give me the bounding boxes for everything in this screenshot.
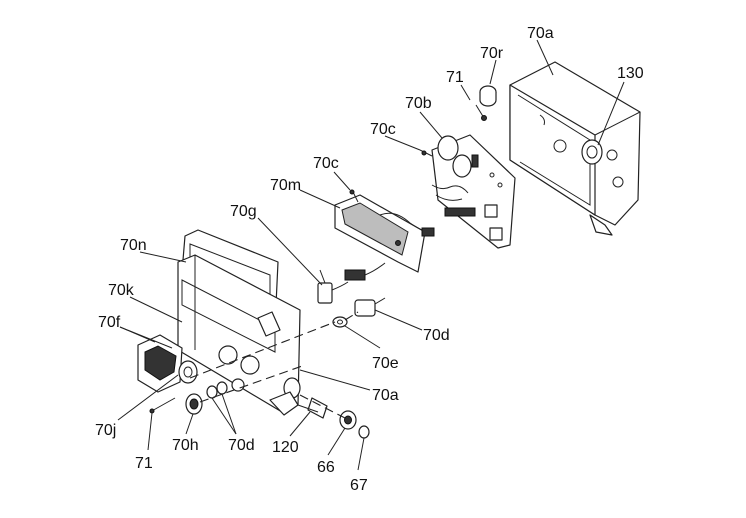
label-70r: 70r: [480, 45, 504, 62]
label-70f: 70f: [98, 314, 121, 331]
label-70k: 70k: [108, 282, 135, 299]
switch-block-70f: [137, 334, 198, 393]
label-71-bottom: 71: [135, 455, 153, 472]
label-70b: 70b: [405, 95, 432, 112]
nut-67: [358, 425, 370, 439]
label-70h: 70h: [172, 437, 199, 454]
screw-70c-lower: [349, 189, 359, 203]
label-70c-lower: 70c: [313, 155, 339, 172]
label-70c-upper: 70c: [370, 121, 396, 138]
part-labels: 70a 70r 71 130 70b 70c 70c 70m 70g 70n 7…: [95, 25, 644, 494]
label-71-top: 71: [446, 69, 464, 86]
label-70m: 70m: [270, 177, 301, 194]
label-67: 67: [350, 477, 368, 494]
label-66: 66: [317, 459, 335, 476]
enclosure-box: [509, 61, 641, 236]
display-module: [334, 194, 435, 273]
screw-70c-upper: [419, 149, 433, 157]
label-70a-top: 70a: [527, 25, 554, 42]
front-panel: [177, 229, 301, 416]
label-70n: 70n: [120, 237, 147, 254]
cable-gland-120: [297, 397, 328, 419]
circuit-board: [431, 134, 516, 249]
label-130: 130: [617, 65, 644, 82]
washer-70e: [332, 316, 348, 328]
label-70a-bottom: 70a: [372, 387, 399, 404]
label-70g: 70g: [230, 203, 257, 220]
knob-70h: [185, 393, 203, 415]
leader-lines: [117, 39, 625, 471]
screw-71-bottom: [149, 397, 176, 414]
cap-70r: [479, 85, 497, 107]
screw-71-top: [475, 104, 487, 121]
label-120: 120: [272, 439, 299, 456]
connector-66: [339, 410, 357, 430]
label-70j: 70j: [95, 422, 116, 439]
label-70d-bottom: 70d: [228, 437, 255, 454]
label-70e: 70e: [372, 355, 399, 372]
toggle-switch: [317, 262, 386, 304]
assembly-axes: [189, 311, 359, 419]
connector-70d: [354, 297, 386, 317]
label-70d-right: 70d: [423, 327, 450, 344]
